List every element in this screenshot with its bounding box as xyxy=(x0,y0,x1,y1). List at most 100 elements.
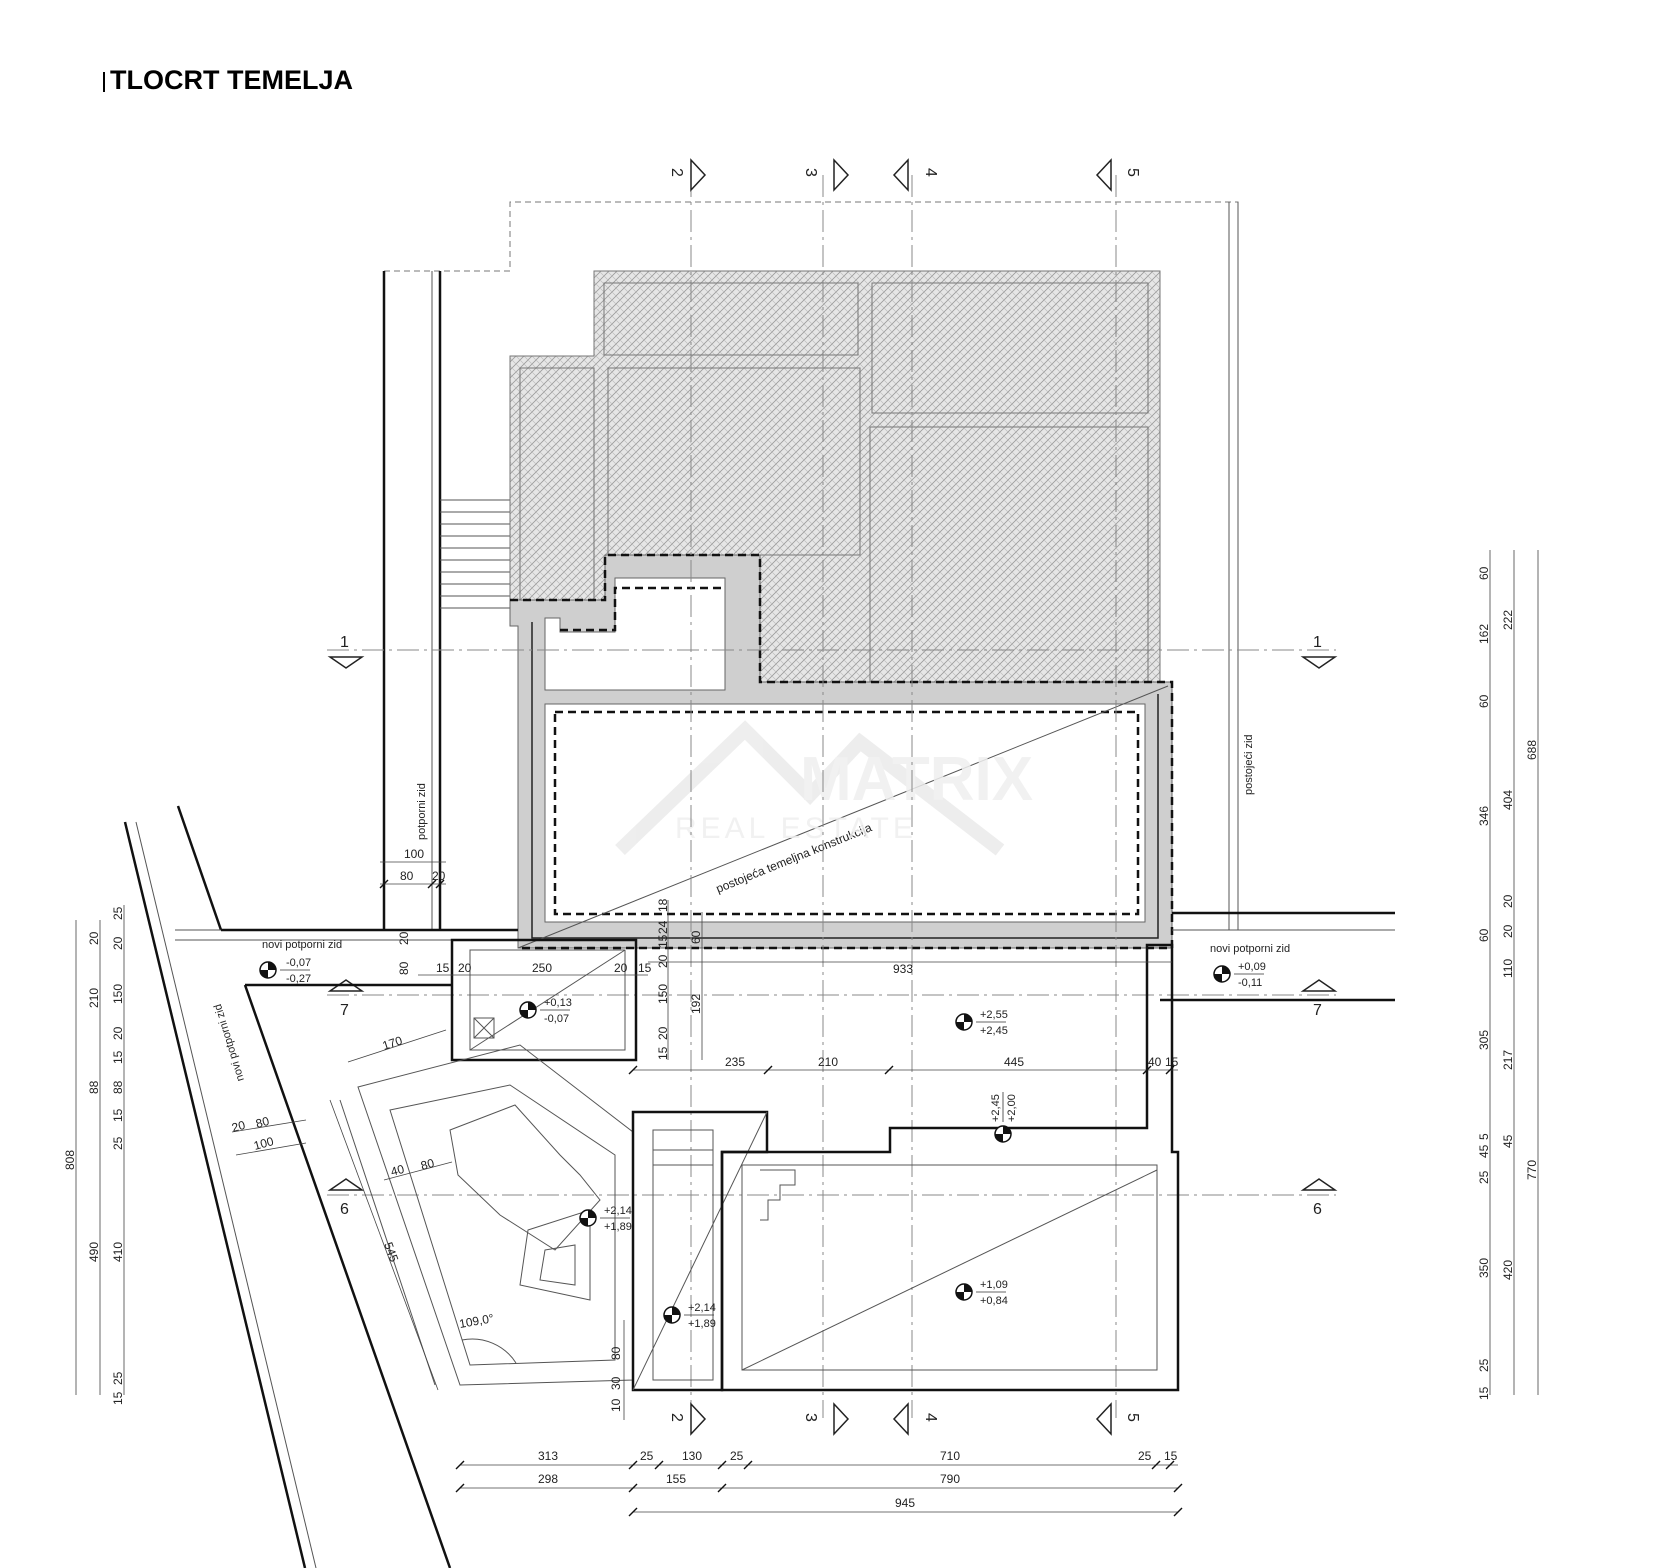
svg-text:155: 155 xyxy=(666,1472,686,1486)
svg-text:+2,14: +2,14 xyxy=(688,1302,716,1314)
svg-text:60: 60 xyxy=(1477,928,1491,942)
page-title: TLOCRT TEMELJA xyxy=(110,65,353,95)
svg-text:170: 170 xyxy=(381,1033,405,1053)
level-marker: +2,55 +2,45 xyxy=(955,1009,1008,1037)
watermark-line2: REAL ESTATE xyxy=(675,812,917,845)
new-retaining-walls xyxy=(123,805,1395,1568)
svg-text:404: 404 xyxy=(1501,790,1515,810)
svg-text:15: 15 xyxy=(111,1391,125,1405)
svg-text:162: 162 xyxy=(1477,624,1491,644)
svg-text:20: 20 xyxy=(111,936,125,950)
level-marker: +0,13 -0,07 xyxy=(519,997,572,1025)
axis-marker-5-top: 5 xyxy=(1095,158,1141,192)
svg-text:6: 6 xyxy=(340,1201,349,1218)
svg-text:+0,84: +0,84 xyxy=(980,1295,1008,1307)
svg-text:25: 25 xyxy=(111,906,125,920)
svg-text:40: 40 xyxy=(389,1162,406,1179)
svg-text:688: 688 xyxy=(1525,740,1539,760)
svg-text:80: 80 xyxy=(397,961,411,975)
svg-text:210: 210 xyxy=(818,1055,838,1069)
svg-text:100: 100 xyxy=(252,1134,275,1153)
existing-foundation-diagonal xyxy=(517,685,1169,949)
new-retaining-wall-right-label: novi potporni zid xyxy=(1210,943,1290,955)
svg-text:130: 130 xyxy=(682,1449,702,1463)
axis-marker-6-right: 6 xyxy=(1300,1178,1338,1218)
svg-text:+2,00: +2,00 xyxy=(1006,1094,1018,1122)
svg-text:346: 346 xyxy=(1477,806,1491,826)
level-marker: +2,45 +2,00 xyxy=(990,1092,1018,1143)
svg-text:2: 2 xyxy=(668,1413,685,1422)
svg-text:20: 20 xyxy=(614,961,628,975)
svg-text:2: 2 xyxy=(668,168,685,177)
svg-text:15: 15 xyxy=(111,1108,125,1122)
dimension-170: 170 xyxy=(347,1029,447,1063)
new-retaining-wall-diag-label: novi potporni zid xyxy=(212,1003,247,1083)
axis-marker-5-bottom: 5 xyxy=(1095,1402,1141,1436)
svg-text:-0,07: -0,07 xyxy=(544,1013,569,1025)
svg-text:25: 25 xyxy=(640,1449,654,1463)
dimensions-small-vertical: 18 20 15 24 60 150 192 20 15 xyxy=(656,898,703,1060)
svg-text:210: 210 xyxy=(87,988,101,1008)
svg-text:100: 100 xyxy=(404,847,424,861)
svg-text:+0,13: +0,13 xyxy=(544,997,572,1009)
svg-text:80: 80 xyxy=(400,869,414,883)
svg-text:3: 3 xyxy=(802,1413,819,1422)
dimensions-left-wall: 20 80 100 40 80 545 xyxy=(230,1099,453,1391)
svg-text:-0,11: -0,11 xyxy=(1238,977,1262,989)
svg-text:350: 350 xyxy=(1477,1258,1491,1278)
axis-marker-2-bottom: 2 xyxy=(668,1402,707,1436)
new-retaining-wall-left-label: novi potporni zid xyxy=(262,939,342,951)
svg-text:3: 3 xyxy=(802,168,819,177)
svg-text:-0,07: -0,07 xyxy=(286,957,311,969)
axis-marker-1-left: 1 xyxy=(327,634,365,669)
svg-text:110: 110 xyxy=(1501,959,1515,978)
svg-text:192: 192 xyxy=(689,994,703,1014)
svg-text:+2,45: +2,45 xyxy=(990,1094,1002,1122)
svg-text:313: 313 xyxy=(538,1449,558,1463)
axis-marker-7-right: 7 xyxy=(1300,979,1338,1019)
svg-text:25: 25 xyxy=(111,1136,125,1150)
retaining-wall-vertical xyxy=(382,271,510,930)
svg-text:+2,14: +2,14 xyxy=(604,1205,632,1217)
dimensions-row-975: 15 20 250 20 15 933 20 80 xyxy=(397,931,1172,976)
svg-text:25: 25 xyxy=(1477,1170,1491,1184)
level-marker: +2,14 +1,89 xyxy=(579,1205,632,1233)
existing-wall-label: postojeći zid xyxy=(1243,734,1255,795)
svg-text:+1,89: +1,89 xyxy=(604,1221,632,1233)
svg-text:20: 20 xyxy=(656,1026,670,1040)
svg-text:1: 1 xyxy=(340,634,349,651)
svg-text:298: 298 xyxy=(538,1472,558,1486)
svg-text:217: 217 xyxy=(1501,1050,1515,1070)
svg-text:18: 18 xyxy=(656,898,670,912)
svg-text:30: 30 xyxy=(609,1376,623,1390)
svg-text:60: 60 xyxy=(689,930,703,944)
foundation-strip xyxy=(509,553,1174,950)
svg-text:10: 10 xyxy=(609,1398,623,1412)
pool xyxy=(720,943,1180,1392)
svg-text:5: 5 xyxy=(1124,1413,1141,1422)
svg-text:933: 933 xyxy=(893,962,913,976)
svg-text:7: 7 xyxy=(1313,1002,1322,1019)
svg-text:25: 25 xyxy=(730,1449,744,1463)
svg-text:+0,09: +0,09 xyxy=(1238,961,1266,973)
svg-text:235: 235 xyxy=(725,1055,745,1069)
svg-text:+2,55: +2,55 xyxy=(980,1009,1008,1021)
svg-text:20: 20 xyxy=(87,931,101,945)
dimensions-right: 60 162 222 60 346 404 688 20 60 20 110 3… xyxy=(1477,550,1539,1400)
svg-text:150: 150 xyxy=(111,984,125,1004)
svg-text:25: 25 xyxy=(1138,1449,1152,1463)
svg-text:5: 5 xyxy=(1477,1133,1491,1140)
svg-text:25: 25 xyxy=(1477,1358,1491,1372)
svg-text:20: 20 xyxy=(1501,924,1515,938)
svg-text:60: 60 xyxy=(1477,694,1491,708)
svg-text:60: 60 xyxy=(1477,566,1491,580)
dimensions-bottom: 313 25 130 25 710 25 15 298 155 790 945 xyxy=(455,1449,1183,1517)
svg-text:+2,45: +2,45 xyxy=(980,1025,1008,1037)
axis-marker-3-top: 3 xyxy=(802,158,850,192)
level-marker: +1,09 +0,84 xyxy=(955,1279,1008,1307)
svg-text:15: 15 xyxy=(436,961,450,975)
small-basin xyxy=(450,938,638,1062)
svg-text:710: 710 xyxy=(940,1449,960,1463)
svg-text:15: 15 xyxy=(638,961,652,975)
